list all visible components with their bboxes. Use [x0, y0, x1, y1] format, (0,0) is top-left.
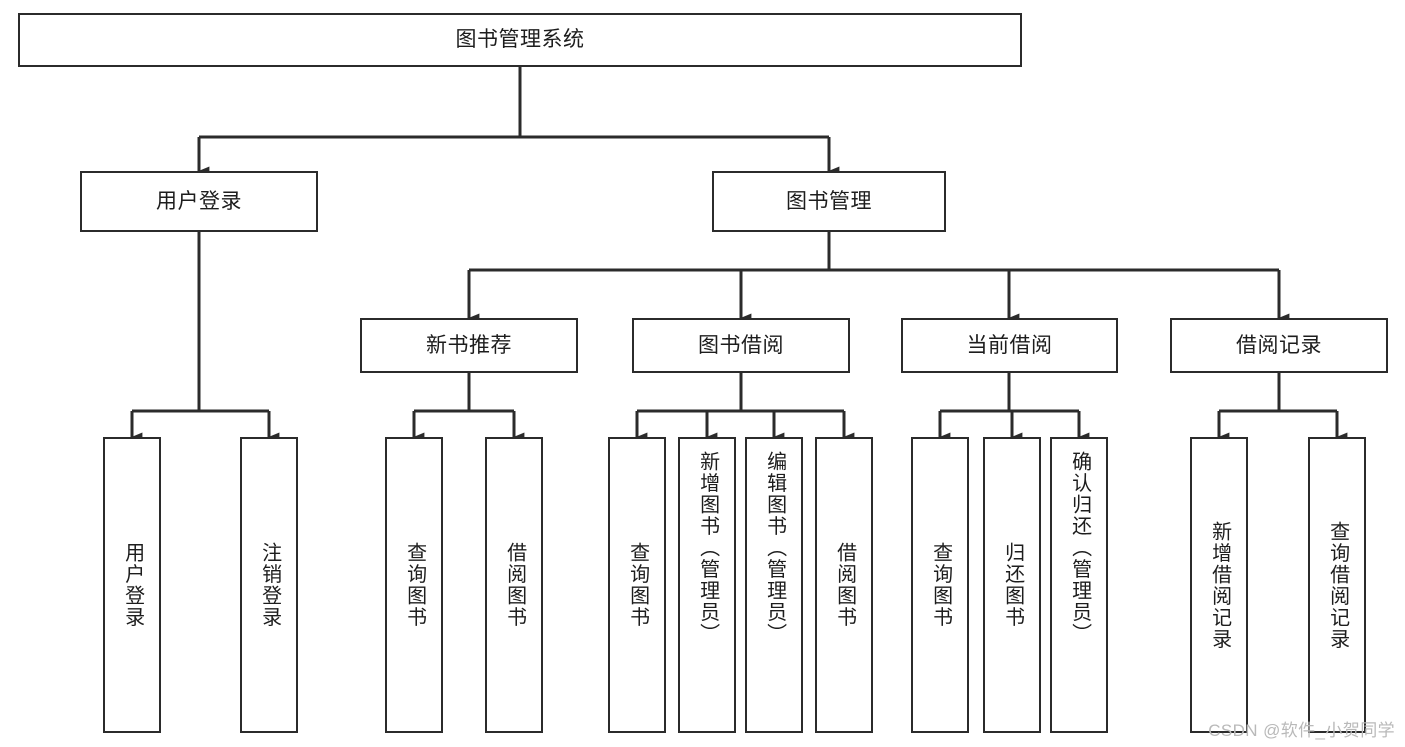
node-leaf-query-book-borrow[interactable]: 查询图书: [608, 437, 666, 733]
node-user-login-label: 用户登录: [156, 189, 242, 213]
node-current-borrow-label: 当前借阅: [966, 333, 1053, 357]
node-leaf-user-login[interactable]: 用户登录: [103, 437, 161, 733]
node-leaf-logout[interactable]: 注销登录: [240, 437, 298, 733]
node-leaf-query-borrow-record-label: 查询借阅记录: [1326, 520, 1349, 650]
node-leaf-confirm-return-label: 确认归还（管理员）: [1068, 451, 1091, 645]
node-leaf-add-borrow-record[interactable]: 新增借阅记录: [1190, 437, 1248, 733]
node-leaf-query-book-borrow-label: 查询图书: [626, 542, 649, 628]
node-root[interactable]: 图书管理系统: [18, 13, 1022, 67]
node-leaf-add-borrow-record-label: 新增借阅记录: [1208, 520, 1231, 650]
node-book-management-label: 图书管理: [786, 189, 872, 213]
node-leaf-user-login-label: 用户登录: [121, 542, 144, 628]
node-leaf-query-book-recommend-label: 查询图书: [403, 542, 426, 628]
node-user-login[interactable]: 用户登录: [80, 171, 318, 232]
node-root-label: 图书管理系统: [455, 28, 585, 52]
node-leaf-query-borrow-record[interactable]: 查询借阅记录: [1308, 437, 1366, 733]
node-leaf-edit-book[interactable]: 编辑图书（管理员）: [745, 437, 803, 733]
node-book-management[interactable]: 图书管理: [712, 171, 946, 232]
node-leaf-logout-label: 注销登录: [258, 542, 281, 628]
node-leaf-query-book-current[interactable]: 查询图书: [911, 437, 969, 733]
node-leaf-borrow-book-recommend[interactable]: 借阅图书: [485, 437, 543, 733]
node-leaf-edit-book-label: 编辑图书（管理员）: [763, 451, 786, 645]
node-current-borrow[interactable]: 当前借阅: [901, 318, 1118, 373]
node-leaf-add-book-label: 新增图书（管理员）: [696, 451, 719, 645]
watermark: CSDN @软件_小贺同学: [1208, 721, 1395, 740]
node-new-book-recommend[interactable]: 新书推荐: [360, 318, 578, 373]
node-borrow-record[interactable]: 借阅记录: [1170, 318, 1388, 373]
node-leaf-add-book[interactable]: 新增图书（管理员）: [678, 437, 736, 733]
node-leaf-return-book[interactable]: 归还图书: [983, 437, 1041, 733]
node-book-borrow-label: 图书借阅: [698, 333, 784, 357]
node-book-borrow[interactable]: 图书借阅: [632, 318, 850, 373]
node-leaf-borrow-book[interactable]: 借阅图书: [815, 437, 873, 733]
node-leaf-query-book-recommend[interactable]: 查询图书: [385, 437, 443, 733]
node-leaf-borrow-book-label: 借阅图书: [833, 542, 856, 628]
node-new-book-recommend-label: 新书推荐: [426, 333, 512, 357]
node-leaf-confirm-return[interactable]: 确认归还（管理员）: [1050, 437, 1108, 733]
node-leaf-borrow-book-recommend-label: 借阅图书: [503, 542, 526, 628]
node-borrow-record-label: 借阅记录: [1236, 333, 1322, 357]
node-leaf-query-book-current-label: 查询图书: [929, 542, 952, 628]
node-leaf-return-book-label: 归还图书: [1001, 542, 1024, 628]
